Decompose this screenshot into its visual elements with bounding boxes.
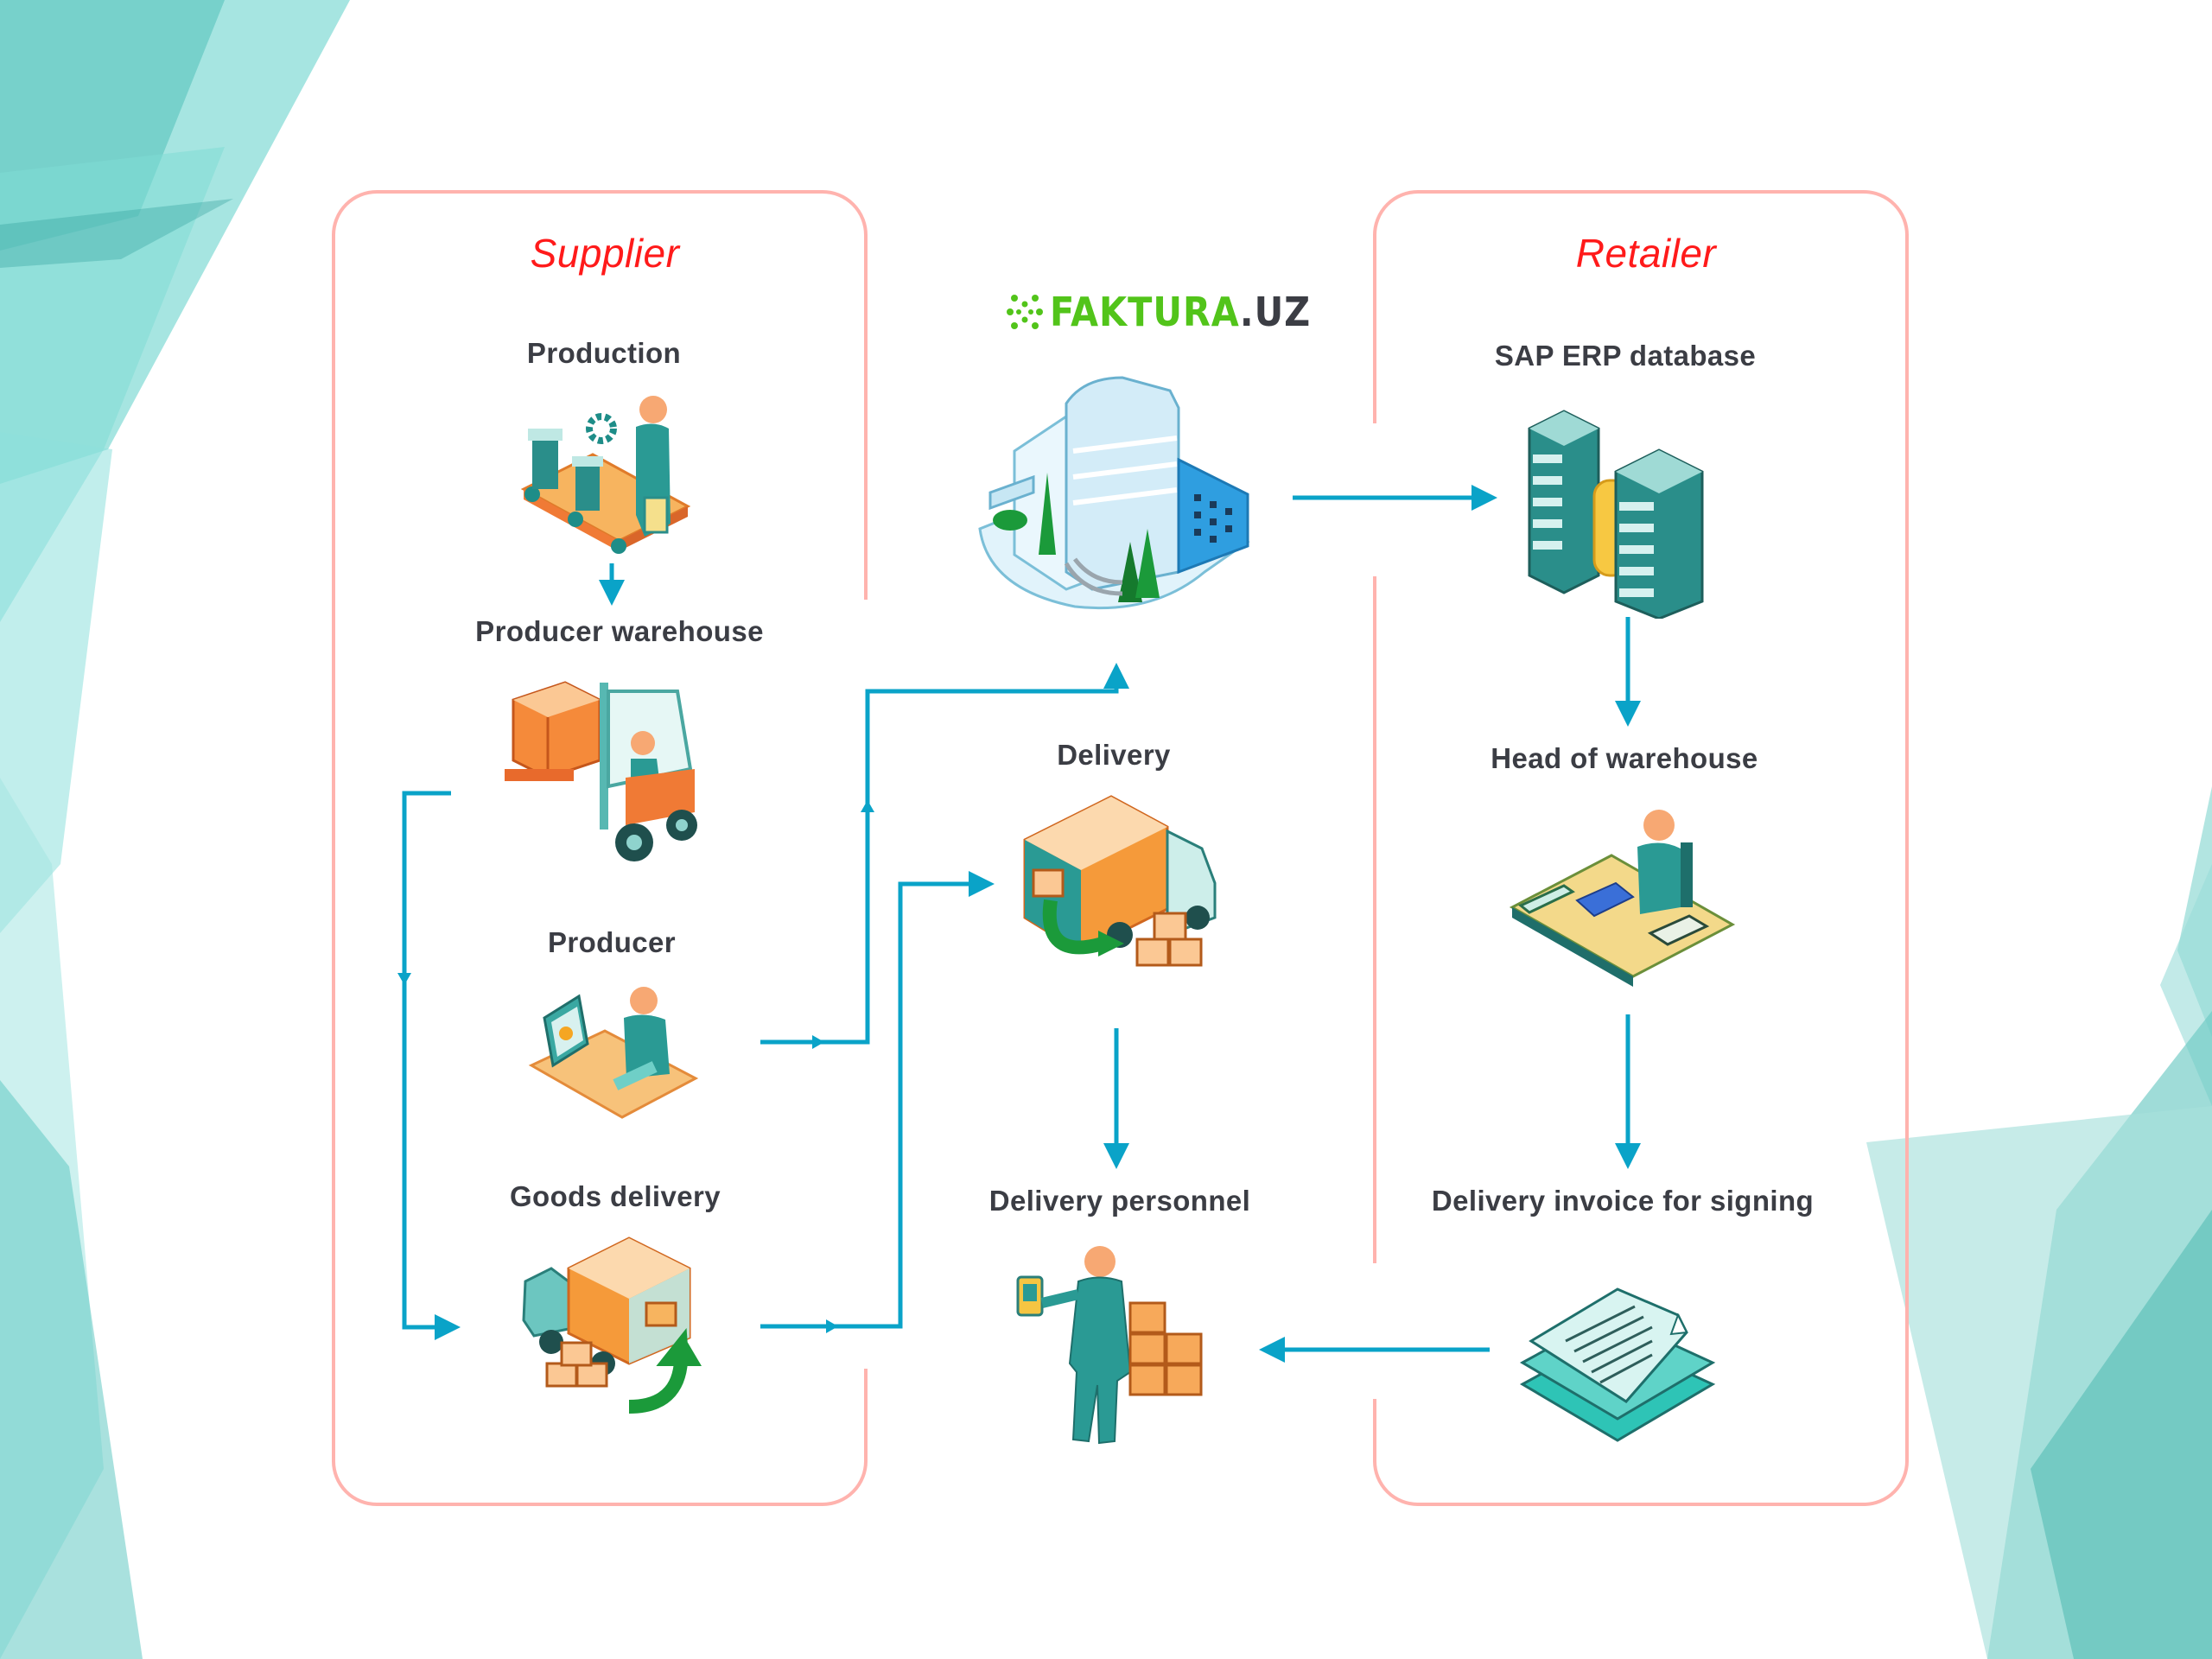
label-producer-warehouse: Producer warehouse [475, 615, 764, 647]
desk-calculator-worker-icon [1509, 810, 1736, 987]
document-stack-icon [1519, 1287, 1716, 1442]
label-head-of-warehouse: Head of warehouse [1491, 742, 1758, 774]
label-goods-delivery: Goods delivery [509, 1180, 721, 1212]
retailer-panel-gap-bottom [1365, 1263, 1382, 1399]
desk-computer-worker-icon [528, 987, 699, 1119]
retailer-panel [1373, 190, 1909, 1506]
supplier-title: Supplier [530, 231, 680, 276]
supplier-panel-gap [859, 600, 876, 1369]
dot-cluster-icon [1007, 295, 1043, 329]
retailer-panel-gap-top [1365, 423, 1382, 576]
background-shapes-left [0, 0, 350, 1659]
background-shapes-right [1866, 786, 2212, 1659]
label-delivery-personnel: Delivery personnel [988, 1185, 1251, 1217]
office-building-icon [978, 376, 1250, 610]
retailer-title: Retailer [1575, 231, 1717, 276]
label-delivery-invoice: Delivery invoice for signing [1431, 1185, 1815, 1217]
label-production: Production [526, 337, 682, 369]
forklift-icon [505, 681, 697, 861]
logo-suffix: .UZ [1239, 289, 1312, 335]
courier-with-boxes-icon [1016, 1246, 1203, 1445]
server-database-icon [1528, 410, 1704, 619]
label-delivery: Delivery [1057, 739, 1171, 771]
label-sap-erp-database: SAP ERP database [1494, 340, 1757, 372]
truck-loading-icon [522, 1236, 702, 1414]
conveyor-worker-icon [520, 396, 691, 554]
label-producer: Producer [547, 926, 677, 958]
faktura-logo: FAKTURA .UZ [1007, 289, 1312, 335]
logo-brand: FAKTURA [1050, 289, 1240, 335]
truck-unloading-icon [1023, 795, 1217, 967]
